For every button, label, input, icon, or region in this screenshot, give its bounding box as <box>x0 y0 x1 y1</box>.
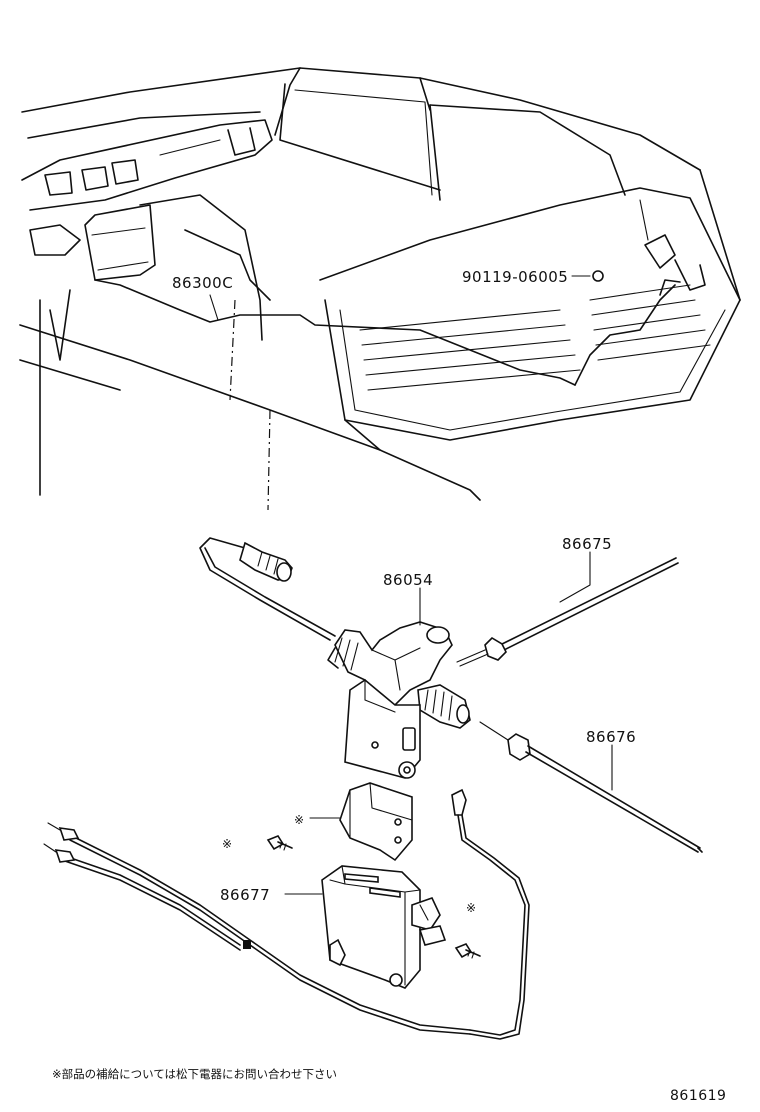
mounting-bracket <box>339 782 413 862</box>
lower-leader-lines <box>284 551 613 895</box>
callout-90119-06005: 90119-06005 <box>462 268 568 286</box>
callout-86300c: 86300C <box>172 274 233 292</box>
cable-plug <box>239 541 293 582</box>
callout-86054: 86054 <box>383 571 433 589</box>
footnote: ※部品の補給については松下電器にお問い合わせ下さい <box>52 1067 337 1081</box>
upper-leader-lines <box>209 275 591 321</box>
antenna-rod-86676 <box>479 721 703 853</box>
twin-lead-cable <box>43 822 471 1035</box>
bolt-right <box>454 943 481 959</box>
asterisk-mark-bracket: ※ <box>294 813 304 827</box>
motor-lead-wire <box>451 788 530 1040</box>
bolt-left <box>266 835 293 851</box>
diagram-id: 861619 <box>670 1088 726 1104</box>
callout-86675: 86675 <box>562 535 612 553</box>
callout-86677: 86677 <box>220 886 270 904</box>
antenna-motor-assembly <box>199 537 471 779</box>
bracket-86677 <box>321 865 447 989</box>
vehicle-body-illustration <box>19 67 741 511</box>
callout-86676: 86676 <box>586 728 636 746</box>
asterisk-mark-bolt-left: ※ <box>222 837 232 851</box>
antenna-rod-86675 <box>456 557 679 667</box>
asterisk-mark-bolt-right: ※ <box>466 901 476 915</box>
